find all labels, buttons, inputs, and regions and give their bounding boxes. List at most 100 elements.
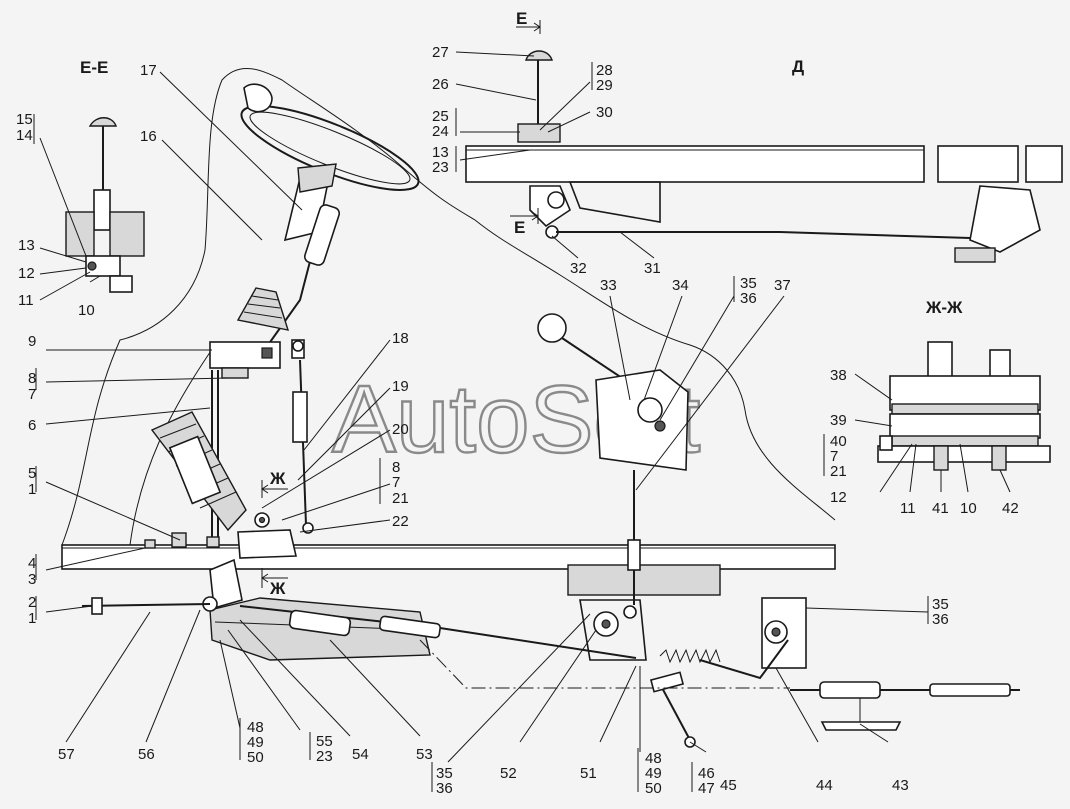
cut-label-e-bottom: Е xyxy=(514,218,525,237)
callout: 16 xyxy=(140,128,157,145)
callout: 24 xyxy=(432,123,449,140)
callout: 5 xyxy=(28,465,36,482)
callout: 43 xyxy=(892,777,909,794)
zhzh-base xyxy=(877,445,1051,463)
d-right-foot xyxy=(954,247,996,263)
lower-lever xyxy=(209,558,243,610)
zhzh-stud-41 xyxy=(933,445,949,471)
floor-bracket-right xyxy=(567,564,721,596)
cut-label-zh-top: Ж xyxy=(269,469,286,488)
steering-knob xyxy=(243,83,273,113)
callout: 56 xyxy=(138,746,155,763)
zhzh-top-knob xyxy=(927,341,953,379)
view-d xyxy=(465,50,1063,263)
callout: 12 xyxy=(18,265,35,282)
floor-bolt-3 xyxy=(206,536,220,548)
callout: 31 xyxy=(644,260,661,277)
callout: 30 xyxy=(596,104,613,121)
callout: 50 xyxy=(645,780,662,797)
floor-bolt-1 xyxy=(144,539,156,549)
pivot-top xyxy=(292,340,304,352)
callout: 6 xyxy=(28,417,36,434)
callout: 27 xyxy=(432,44,449,61)
callout: 23 xyxy=(432,159,449,176)
callout: 11 xyxy=(18,292,34,309)
gear-boot xyxy=(236,287,290,331)
section-zhzh xyxy=(877,341,1051,471)
ee-tube xyxy=(93,189,111,231)
cut-label-zh-bottom: Ж xyxy=(269,579,286,598)
callout: 35 xyxy=(436,765,453,782)
callout: 52 xyxy=(500,765,517,782)
cable-sleeve-43 xyxy=(819,681,881,699)
right-bracket-52 xyxy=(579,599,647,661)
ee-knob xyxy=(88,117,118,127)
rod-sleeve-2 xyxy=(379,615,441,639)
callout: 18 xyxy=(392,330,409,347)
callout: 19 xyxy=(392,378,409,395)
d-clamp xyxy=(517,123,561,143)
cable-end-43 xyxy=(929,683,1011,697)
shift-bolt xyxy=(261,347,273,359)
section-ee xyxy=(65,117,145,293)
gear-selector-plate xyxy=(595,369,689,471)
section-title-ee: Е-Е xyxy=(80,58,108,77)
ee-pivot xyxy=(87,261,97,271)
ee-housing xyxy=(85,255,121,277)
leader-lines xyxy=(33,51,1011,792)
zhzh-side-bolt xyxy=(879,435,893,451)
callout: 48 xyxy=(247,719,264,736)
callout: 55 xyxy=(316,733,333,750)
central-pivot xyxy=(237,529,297,559)
callout: 35 xyxy=(932,596,949,613)
callout: 36 xyxy=(932,611,949,628)
rod-37-coupling xyxy=(627,539,641,571)
callout: 38 xyxy=(830,367,847,384)
callout: 2 xyxy=(28,594,36,611)
d-link-31 xyxy=(556,231,971,239)
zhzh-plate-lower xyxy=(891,435,1039,447)
d-beam xyxy=(465,145,925,183)
callout: 39 xyxy=(830,412,847,429)
d-beam-right xyxy=(937,145,1019,183)
zhzh-top-knob2 xyxy=(989,349,1011,379)
callout: 1 xyxy=(28,610,36,627)
callout: 4 xyxy=(28,555,36,572)
callout: 7 xyxy=(28,386,36,403)
callout: 54 xyxy=(352,746,369,763)
callout: 49 xyxy=(645,765,662,782)
gear-selector-pivot xyxy=(637,397,663,423)
callout: 21 xyxy=(830,463,847,480)
ee-wall-right xyxy=(109,211,145,257)
rod-nut xyxy=(91,597,103,615)
steering-wheel-inner xyxy=(249,111,411,185)
rod-sleeve-1 xyxy=(288,609,352,637)
callout: 34 xyxy=(672,277,689,294)
callout: 8 xyxy=(28,370,36,387)
callout: 46 xyxy=(698,765,715,782)
zhzh-body xyxy=(889,413,1041,439)
callout: 57 xyxy=(58,746,75,763)
callout: 51 xyxy=(580,765,597,782)
callout: 22 xyxy=(392,513,409,530)
right-pivot-52-hub xyxy=(601,619,611,629)
lever-45-block xyxy=(649,671,685,693)
callout: 10 xyxy=(78,302,95,319)
callout: 20 xyxy=(392,421,409,438)
steering-hub xyxy=(297,163,337,193)
callout: 33 xyxy=(600,277,617,294)
central-pivot-bolt xyxy=(258,516,266,524)
d-right-assembly xyxy=(969,185,1041,253)
callout: 29 xyxy=(596,77,613,94)
cut-arrows xyxy=(261,20,541,588)
d-beam-end xyxy=(1025,145,1063,183)
callout: 53 xyxy=(416,746,433,763)
callout: 42 xyxy=(1002,500,1019,517)
callout: 28 xyxy=(596,62,613,79)
d-bracket xyxy=(568,181,661,223)
callout: 1 xyxy=(28,481,36,498)
callout: 7 xyxy=(392,474,400,491)
cut-label-e-top: Е xyxy=(516,9,527,28)
section-title-d: Д xyxy=(792,57,804,76)
callout: 44 xyxy=(816,777,833,794)
